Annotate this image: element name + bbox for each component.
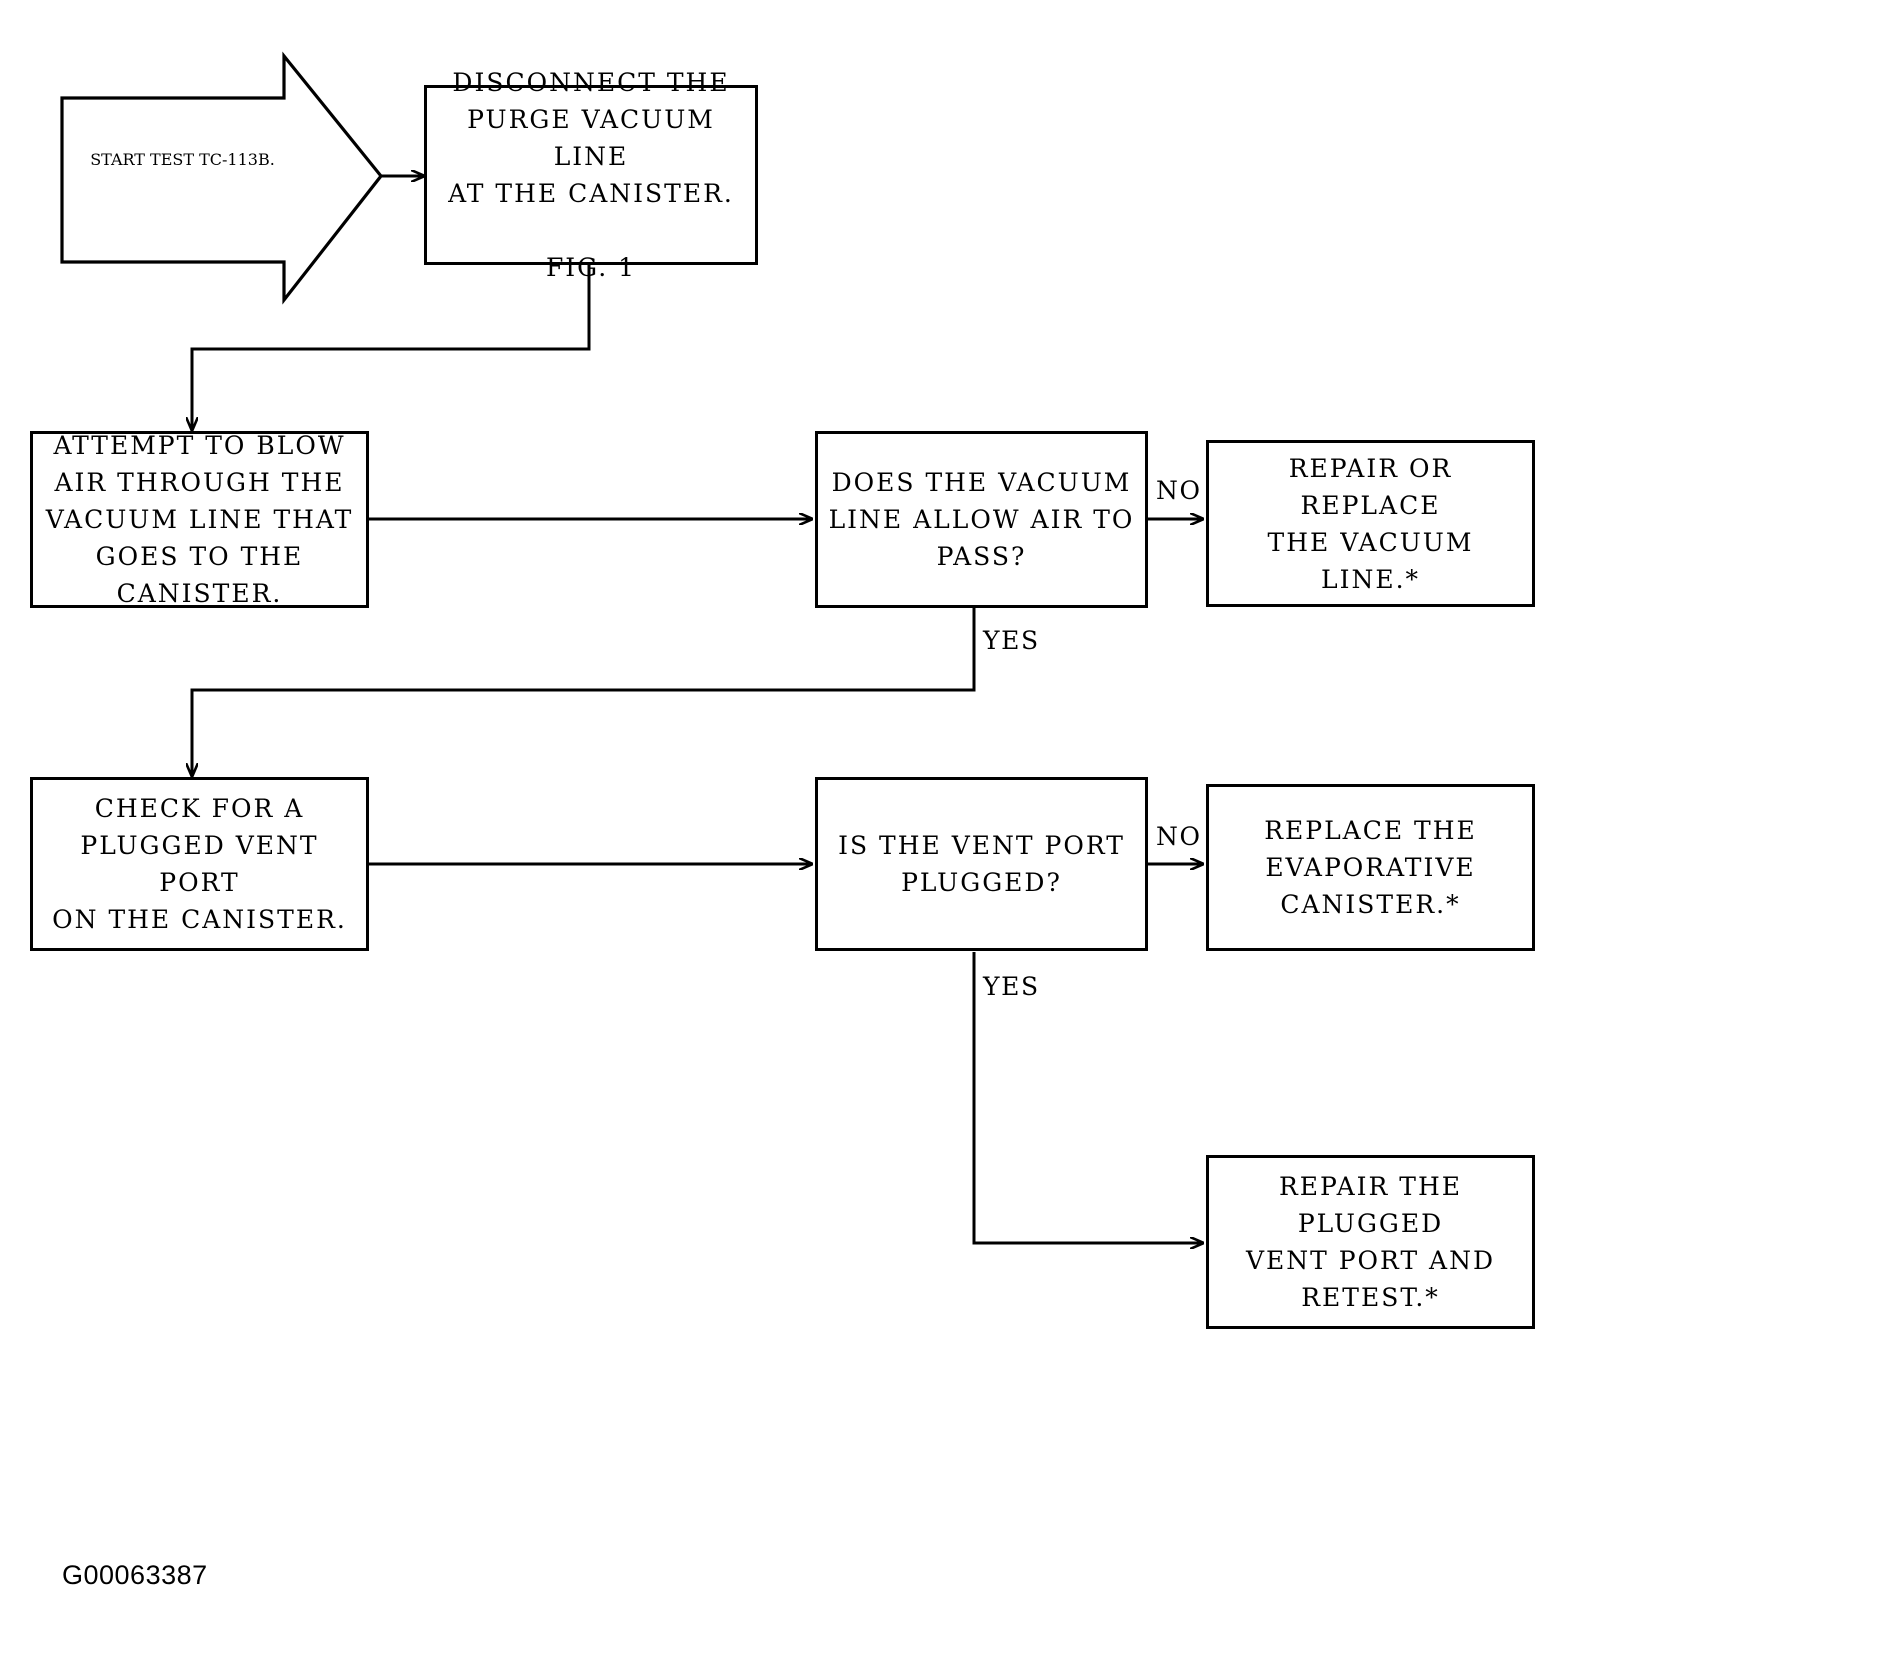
node-decision-vent-port-label: IS THE VENT PORT PLUGGED? <box>838 831 1125 897</box>
node-disconnect[interactable]: DISCONNECT THE PURGE VACUUM LINE AT THE … <box>424 68 758 282</box>
node-decision-vacuum-label: DOES THE VACUUM LINE ALLOW AIR TO PASS? <box>828 468 1135 571</box>
edge-label-no-vacuum: NO <box>1156 476 1202 505</box>
node-start-label: START TEST TC-113B. <box>90 149 275 169</box>
node-repair-vent-port[interactable]: REPAIR THE PLUGGED VENT PORT AND RETEST.… <box>1206 1155 1535 1329</box>
node-decision-vent-port[interactable]: IS THE VENT PORT PLUGGED? <box>815 777 1148 951</box>
edge-label-no-vent: NO <box>1156 822 1202 851</box>
node-replace-canister-label: REPLACE THE EVAPORATIVE CANISTER.* <box>1264 816 1477 919</box>
node-replace-canister[interactable]: REPLACE THE EVAPORATIVE CANISTER.* <box>1206 784 1535 951</box>
node-start[interactable]: START TEST TC-113B. <box>60 56 305 262</box>
node-decision-vacuum[interactable]: DOES THE VACUUM LINE ALLOW AIR TO PASS? <box>815 431 1148 608</box>
node-check-vent-port[interactable]: CHECK FOR A PLUGGED VENT PORT ON THE CAN… <box>30 777 369 951</box>
node-repair-vent-port-label: REPAIR THE PLUGGED VENT PORT AND RETEST.… <box>1245 1172 1496 1312</box>
edge-label-yes-vent: YES <box>983 972 1040 1001</box>
edge-disconnect-to-attempt <box>192 265 591 430</box>
node-check-vent-port-label: CHECK FOR A PLUGGED VENT PORT ON THE CAN… <box>52 794 347 934</box>
node-repair-vacuum-line-label: REPAIR OR REPLACE THE VACUUM LINE.* <box>1267 453 1474 594</box>
edge-decision-vacuum-yes <box>192 608 976 776</box>
node-attempt-blow[interactable]: ATTEMPT TO BLOW AIR THROUGH THE VACUUM L… <box>30 431 369 608</box>
node-attempt-blow-label: ATTEMPT TO BLOW AIR THROUGH THE VACUUM L… <box>45 431 354 608</box>
node-repair-vacuum-line[interactable]: REPAIR OR REPLACE THE VACUUM LINE.* <box>1206 440 1535 607</box>
figure-id: G00063387 <box>62 1560 208 1590</box>
edge-label-yes-vacuum: YES <box>983 626 1040 655</box>
node-disconnect-label: DISCONNECT THE PURGE VACUUM LINE AT THE … <box>448 68 734 282</box>
